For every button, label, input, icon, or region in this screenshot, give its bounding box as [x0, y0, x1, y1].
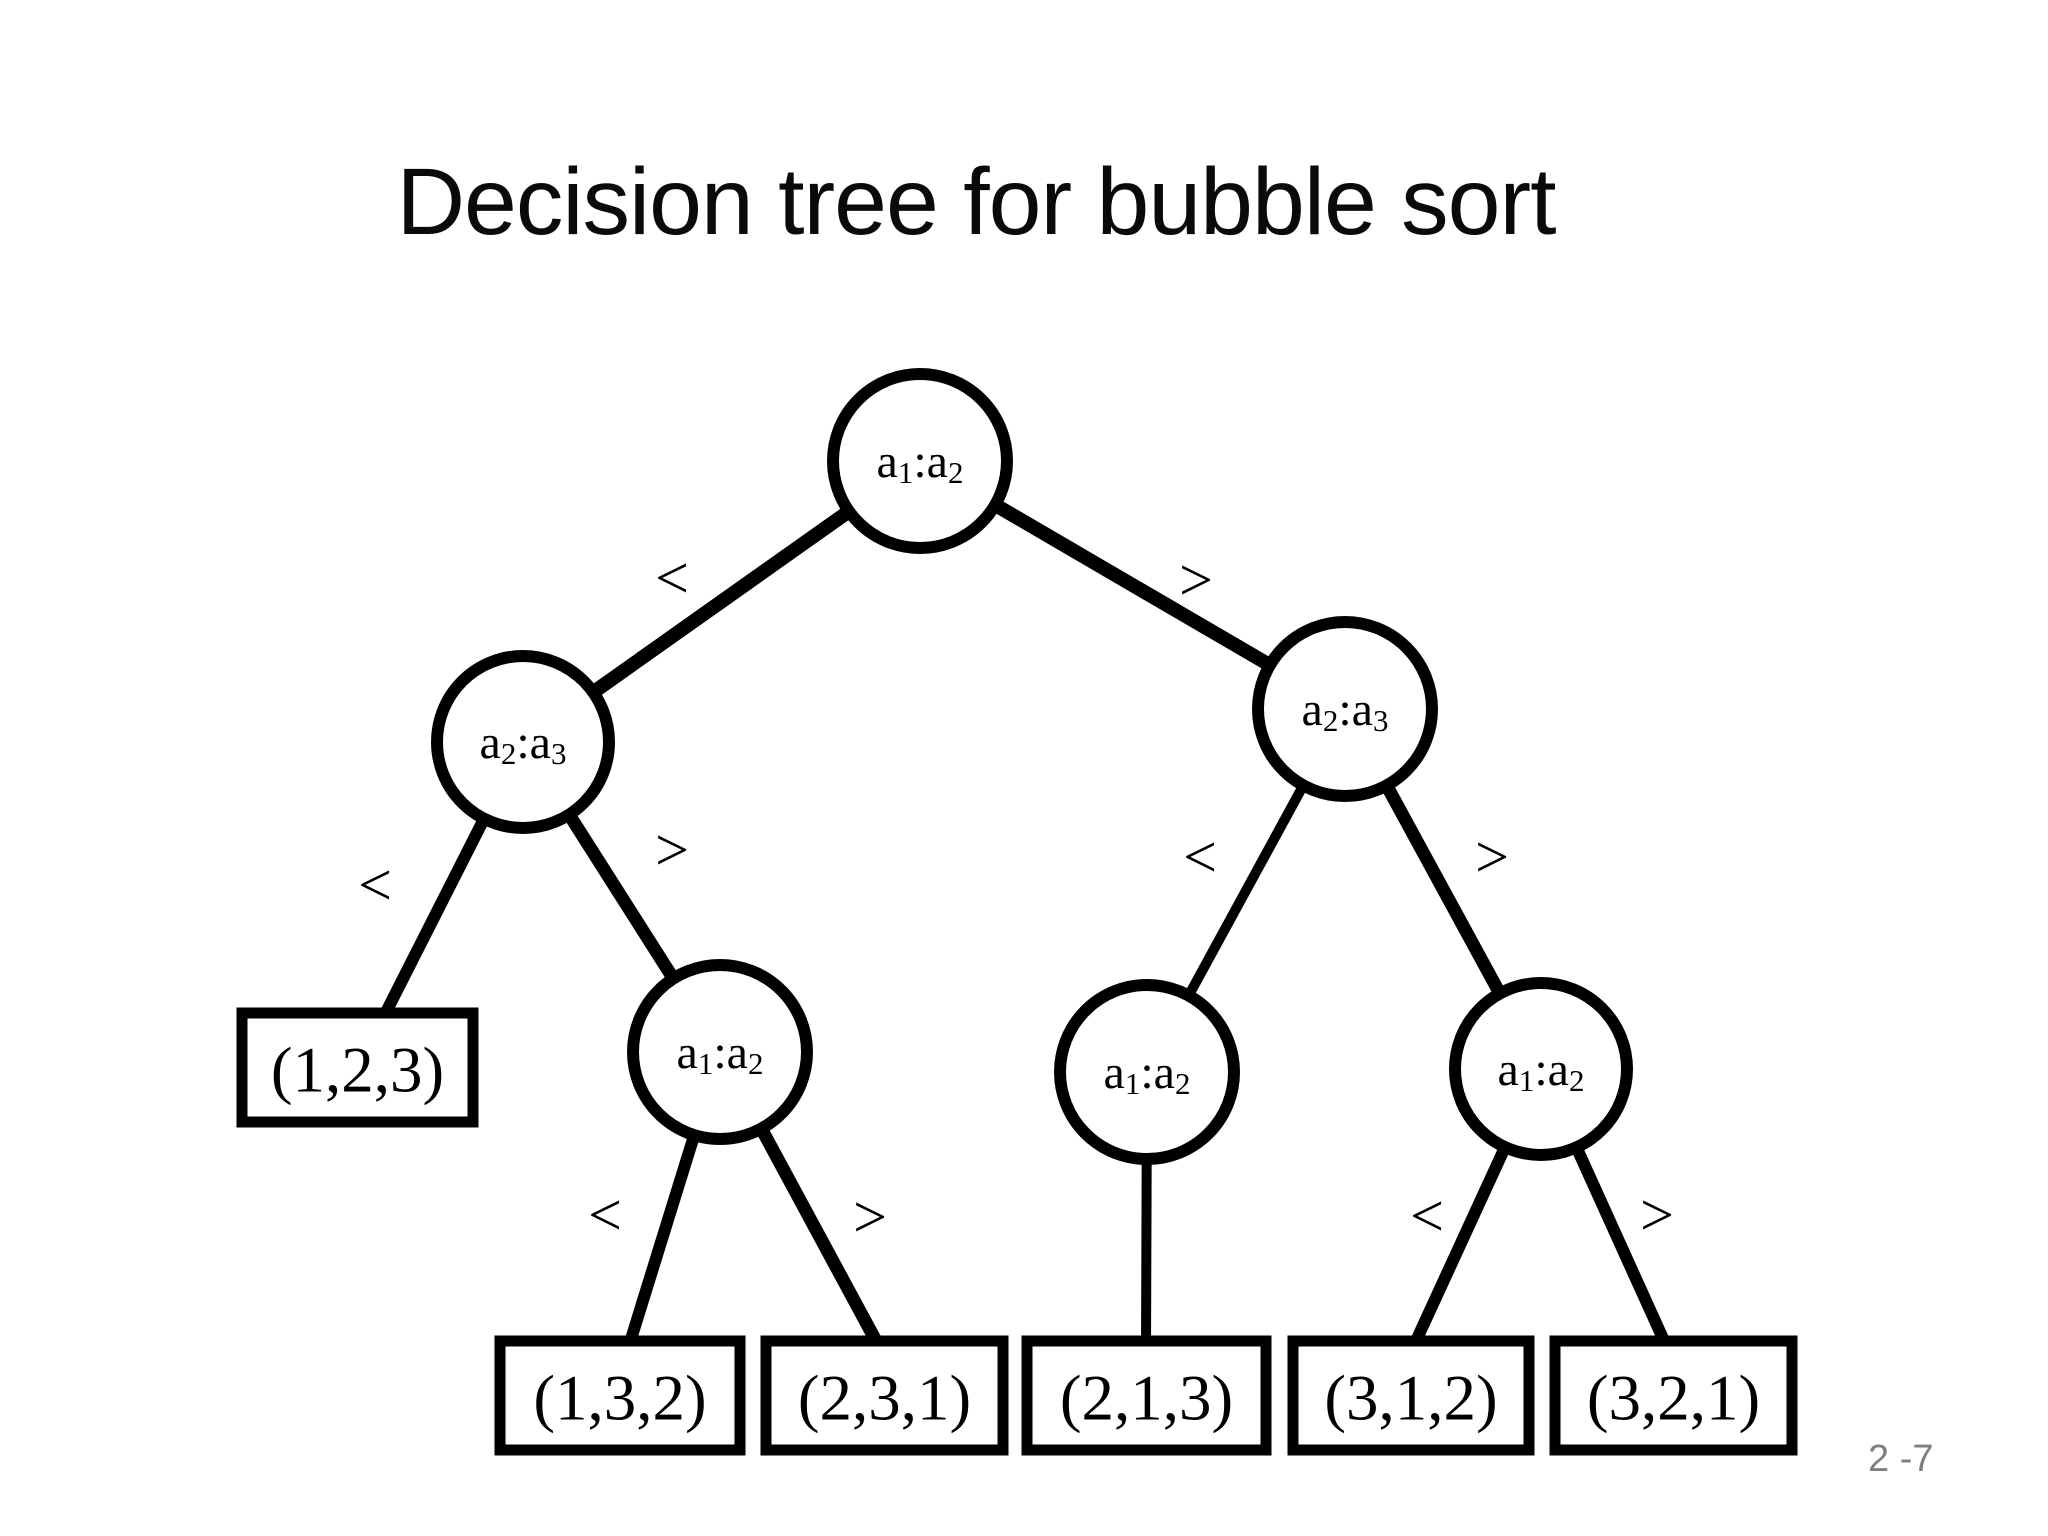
edge-label-8: < — [1410, 1183, 1444, 1249]
edge-label-1: > — [1179, 547, 1213, 613]
leaf-box-leaf-123 — [236, 1007, 479, 1128]
tree-node-circle-left-right — [627, 959, 813, 1145]
edge-label-2: < — [358, 852, 392, 918]
leaf-label-leaf-123: (1,2,3) — [271, 1035, 444, 1107]
leaf-label-leaf-132: (1,3,2) — [533, 1363, 706, 1435]
tree-node-label-left-right: a1:a2 — [677, 1026, 764, 1081]
edge-label-7: > — [853, 1184, 887, 1250]
tree-node-circle-root — [827, 368, 1013, 554]
leaf-box-leaf-213 — [1021, 1335, 1272, 1456]
tree-node-label-right-left: a1:a2 — [1104, 1046, 1191, 1101]
leaf-box-leaf-231 — [760, 1335, 1009, 1456]
leaf-label-leaf-231: (2,3,1) — [798, 1363, 971, 1435]
tree-node-label-root: a1:a2 — [877, 435, 964, 490]
edge-label-5: > — [1475, 824, 1509, 890]
leaf-box-leaf-321 — [1549, 1335, 1798, 1456]
edge-label-0: < — [655, 545, 689, 611]
edge-label-9: > — [1640, 1182, 1674, 1248]
slide-title: Decision tree for bubble sort — [396, 149, 1556, 255]
tree-node-circle-right — [1252, 616, 1438, 802]
tree-node-circle-left — [431, 650, 615, 834]
tree-node-label-right-right: a1:a2 — [1498, 1043, 1585, 1098]
leaf-label-leaf-321: (3,2,1) — [1587, 1363, 1760, 1435]
edge-label-3: > — [655, 817, 689, 883]
page-number: 2 -7 — [1868, 1438, 1934, 1480]
edge-label-4: < — [1183, 824, 1217, 890]
leaf-box-leaf-132 — [494, 1335, 746, 1456]
tree-node-label-right: a2:a3 — [1302, 683, 1389, 738]
tree-node-circle-right-left — [1054, 979, 1240, 1165]
leaf-label-leaf-213: (2,1,3) — [1060, 1363, 1233, 1435]
tree-node-circle-right-right — [1449, 977, 1633, 1161]
leaf-label-leaf-312: (3,1,2) — [1324, 1363, 1497, 1435]
leaf-box-leaf-312 — [1287, 1335, 1535, 1456]
tree-node-label-left: a2:a3 — [480, 716, 567, 771]
edge-label-6: < — [588, 1182, 622, 1248]
